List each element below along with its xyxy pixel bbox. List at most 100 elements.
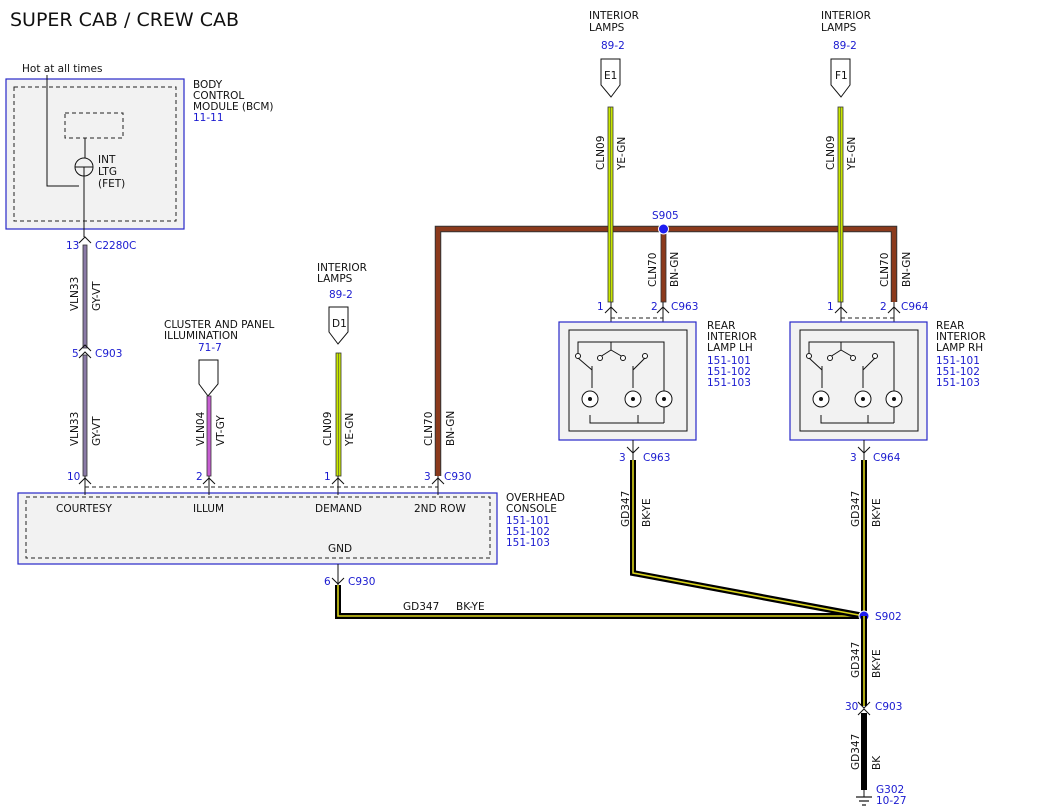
cluster-ref-link[interactable]: 71-7 <box>198 342 222 354</box>
second-row-label: 2ND ROW <box>414 503 467 515</box>
lamp-lh-name-line-2: INTERIOR <box>707 331 757 343</box>
connector-c903-bottom[interactable]: C903 <box>875 701 902 713</box>
rear-lamp-rh-module: 1 2 C964 3 <box>789 301 986 464</box>
splice-s905-icon <box>658 223 669 235</box>
cln70-lh-color: BN-GN <box>669 252 681 287</box>
bcm-switch-line-3: (FET) <box>98 178 125 190</box>
diagram-title: SUPER CAB / CREW CAB <box>10 9 239 31</box>
overhead-name-line-2: CONSOLE <box>506 503 557 515</box>
cluster-connector-icon <box>198 359 219 397</box>
wire-vln33-lower <box>82 354 88 477</box>
bcm-pin-13: 13 <box>66 240 79 252</box>
d1-ref-link[interactable]: 89-2 <box>329 289 353 301</box>
bcm-switch-line-1: INT <box>98 154 116 166</box>
lamp-lh-pin-3: 3 <box>619 452 626 464</box>
cln09-d1-color: YE-GN <box>344 413 356 447</box>
gd347-lh-color: BK-YE <box>641 498 653 527</box>
lamp-rh-name-line-3: LAMP RH <box>936 342 983 354</box>
bcm-name-line-1: BODY <box>193 79 223 91</box>
connector-e1-label: E1 <box>604 70 617 82</box>
bcm-name-line-3: MODULE (BCM) <box>193 101 274 113</box>
cln70-rh-color: BN-GN <box>901 252 913 287</box>
overhead-ref-3[interactable]: 151-103 <box>506 537 550 549</box>
wire-gd347-horizontal <box>337 585 864 617</box>
splice-s902-label[interactable]: S902 <box>875 611 902 623</box>
lamp-lh-name-line-3: LAMP LH <box>707 342 753 354</box>
d1-name-line-1: INTERIOR <box>317 262 367 274</box>
lamp-lh-ref-1[interactable]: 151-101 <box>707 355 751 367</box>
connector-c964-bottom[interactable]: C964 <box>873 452 901 464</box>
demand-label: DEMAND <box>315 503 362 515</box>
gd347-down-circuit: GD347 <box>850 642 862 678</box>
f1-name-line-1: INTERIOR <box>821 10 871 22</box>
gd347-ground-color: BK <box>871 755 883 770</box>
cln70-lh-circuit: CLN70 <box>647 253 659 287</box>
connector-e1-icon <box>600 58 621 98</box>
c903-pin-5: 5 <box>72 348 79 360</box>
lamp-rh-name-line-1: REAR <box>936 320 964 332</box>
cluster-name-line-2: ILLUMINATION <box>164 330 238 342</box>
hot-at-all-times-label: Hot at all times <box>22 63 102 75</box>
overhead-gnd-pin-6: 6 <box>324 576 331 588</box>
vln33-upper-circuit: VLN33 <box>69 277 81 311</box>
bcm-module: Hot at all times INT LTG (FET) BODY CONT… <box>5 63 274 237</box>
rear-lamp-lh-box <box>558 321 697 441</box>
lamp-lh-ref-3[interactable]: 151-103 <box>707 377 751 389</box>
lamp-lh-pin-2: 2 <box>651 301 658 313</box>
rear-lamp-rh-box <box>789 321 928 441</box>
gd347-rh-circuit: GD347 <box>850 491 862 527</box>
bcm-ref-link[interactable]: 11-11 <box>193 112 224 124</box>
e1-name-line-1: INTERIOR <box>589 10 639 22</box>
gnd-label: GND <box>328 543 352 555</box>
ground-ref-link[interactable]: 10-27 <box>876 795 907 807</box>
gd347-horiz-color: BK-YE <box>456 601 485 613</box>
bcm-switch-line-2: LTG <box>98 166 117 178</box>
ground-icon <box>856 790 872 806</box>
wire-vln04 <box>206 395 212 477</box>
connector-c963-bottom[interactable]: C963 <box>643 452 670 464</box>
connector-c930-top[interactable]: C930 <box>444 471 471 483</box>
c903-pin-30: 30 <box>845 701 858 713</box>
connector-c964-top[interactable]: C964 <box>901 301 929 313</box>
vln33-lower-color: GY-VT <box>91 416 103 446</box>
cln70-main-circuit: CLN70 <box>423 412 435 446</box>
connector-c930-bottom[interactable]: C930 <box>348 576 375 588</box>
bcm-box <box>5 78 185 230</box>
lamp-rh-ref-1[interactable]: 151-101 <box>936 355 980 367</box>
cln09-d1-circuit: CLN09 <box>322 412 334 446</box>
lamp-rh-ref-2[interactable]: 151-102 <box>936 366 980 378</box>
cluster-name-line-1: CLUSTER AND PANEL <box>164 319 274 331</box>
f1-ref-link[interactable]: 89-2 <box>833 40 857 52</box>
cln09-e1-circuit: CLN09 <box>595 136 607 170</box>
lamp-rh-ref-3[interactable]: 151-103 <box>936 377 980 389</box>
splice-s905-label[interactable]: S905 <box>652 210 679 222</box>
f1-name-line-2: LAMPS <box>821 22 857 34</box>
connector-f1-label: F1 <box>835 70 848 82</box>
connector-c2280c[interactable]: C2280C <box>95 240 136 252</box>
overhead-console-box <box>17 492 498 565</box>
gd347-ground-circuit: GD347 <box>850 734 862 770</box>
lamp-lh-ref-2[interactable]: 151-102 <box>707 366 751 378</box>
connector-c963-top[interactable]: C963 <box>671 301 698 313</box>
overhead-ref-1[interactable]: 151-101 <box>506 515 550 527</box>
connector-f1-icon <box>830 58 851 98</box>
d1-name-line-2: LAMPS <box>317 273 353 285</box>
ground-g302-label[interactable]: G302 <box>876 784 904 796</box>
cln09-e1-color: YE-GN <box>616 137 628 171</box>
wire-gd347-lh <box>632 460 865 617</box>
gd347-lh-circuit: GD347 <box>620 491 632 527</box>
overhead-ref-2[interactable]: 151-102 <box>506 526 550 538</box>
rear-lamp-lh-module: 1 2 C963 3 <box>558 301 757 464</box>
wire-cln70-lh <box>660 228 667 303</box>
lamp-rh-pin-1: 1 <box>827 301 834 313</box>
overhead-pin-1: 1 <box>324 471 331 483</box>
gd347-down-color: BK-YE <box>871 649 883 678</box>
lamp-lh-pin-1: 1 <box>597 301 604 313</box>
vln33-lower-circuit: VLN33 <box>69 412 81 446</box>
vln33-upper-color: GY-VT <box>91 281 103 311</box>
overhead-console-module: 10 2 1 3 C930 COURTESY ILLUM DEMAND 2ND … <box>17 471 565 565</box>
vln04-color: VT-GY <box>215 415 227 446</box>
connector-d1-icon <box>328 306 349 345</box>
connector-c903-mid[interactable]: C903 <box>95 348 122 360</box>
e1-ref-link[interactable]: 89-2 <box>601 40 625 52</box>
